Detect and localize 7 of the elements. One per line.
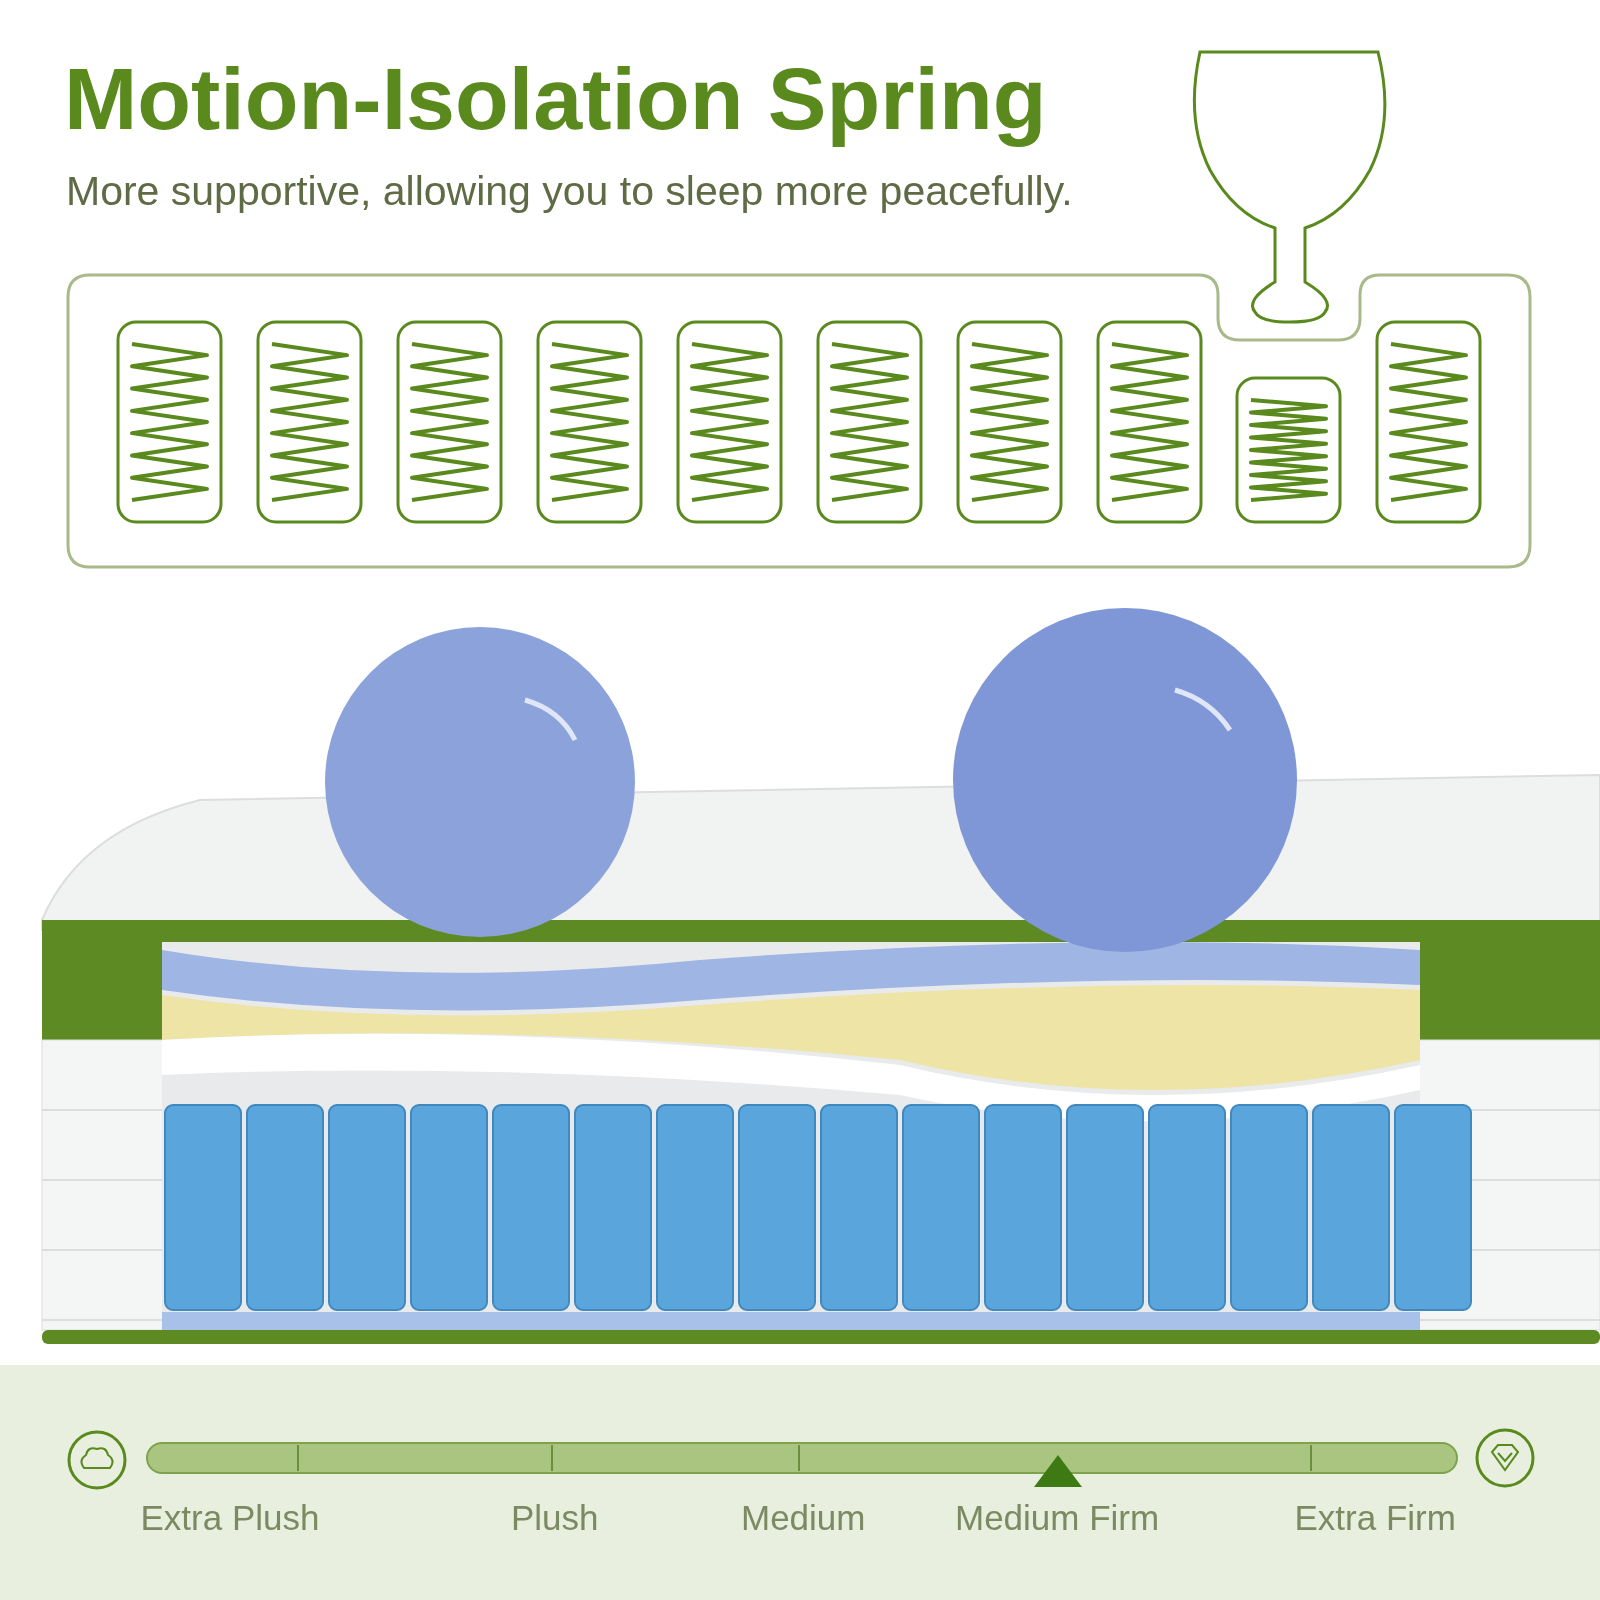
scale-label: Extra Plush — [140, 1498, 320, 1538]
scale-label: Plush — [511, 1498, 599, 1538]
title: Motion-Isolation Spring — [64, 48, 1047, 150]
subtitle: More supportive, allowing you to sleep more peacefully. — [66, 168, 1073, 215]
scale-label: Medium Firm — [955, 1498, 1160, 1538]
scale-label: Extra Firm — [1294, 1498, 1456, 1538]
scale-label: Medium — [741, 1498, 866, 1538]
